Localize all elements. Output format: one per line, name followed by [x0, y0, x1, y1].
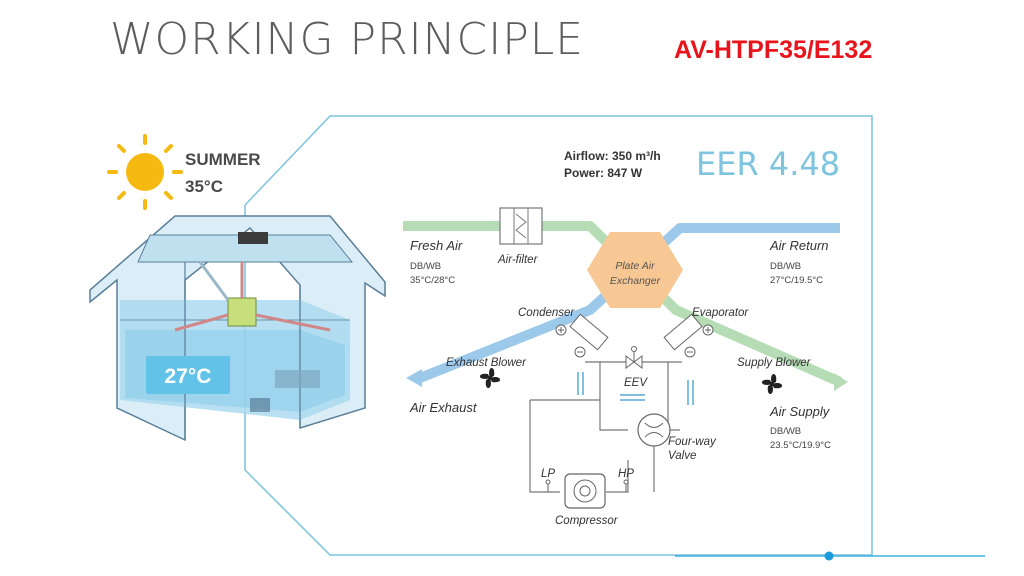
eev-label: EEV [624, 377, 648, 389]
exchanger-label-1: Plate Air [615, 260, 655, 272]
fresh-air-cond-label: DB/WB [410, 261, 441, 272]
condenser-label: Condenser [518, 307, 575, 319]
refrigerant-flow-arrows [577, 372, 694, 405]
supply-arrow-head [834, 373, 848, 391]
exhaust-arrow-head [406, 369, 422, 387]
indoor-temperature: 27°C [165, 365, 212, 388]
refrigerant-circuit [529, 361, 682, 493]
exchanger-label-2: Exchanger [610, 275, 661, 287]
air-supply-cond-value: 23.5°C/19.9°C [770, 440, 831, 451]
diagram-frame [244, 115, 873, 556]
evaporator-label: Evaporator [692, 307, 749, 319]
plate-air-exchanger [587, 232, 683, 308]
hp-sensor [623, 479, 629, 485]
air-filter-icon [499, 207, 543, 245]
fresh-air-cond-value: 35°C/28°C [410, 275, 455, 286]
outdoor-temperature: 35°C [185, 177, 223, 196]
supply-blower-label: Supply Blower [737, 357, 812, 369]
air-supply-label: Air Supply [769, 404, 831, 419]
four-way-valve-label-2: Valve [668, 450, 696, 462]
lp-label: LP [541, 468, 555, 480]
house-illustration [89, 215, 386, 442]
eev-icon [625, 346, 643, 369]
four-way-valve-label-1: Four-way [668, 436, 717, 448]
air-exhaust-label: Air Exhaust [409, 400, 478, 415]
air-return-label: Air Return [769, 238, 829, 253]
lp-sensor [545, 479, 551, 485]
air-return-cond-label: DB/WB [770, 261, 801, 272]
page-title: WORKING PRINCIPLE [110, 14, 585, 65]
eer-value: EER 4.48 [696, 145, 840, 183]
exhaust-blower-label: Exhaust Blower [446, 357, 527, 369]
indoor-temp-badge [146, 356, 230, 394]
power-value: Power: 847 W [564, 166, 643, 180]
air-return-cond-value: 27°C/19.5°C [770, 275, 823, 286]
exhaust-blower-icon [479, 367, 501, 389]
evaporator-coil-icon [663, 313, 714, 358]
compressor-label: Compressor [555, 515, 619, 527]
fresh-air-label: Fresh Air [410, 238, 463, 253]
air-supply-cond-label: DB/WB [770, 426, 801, 437]
hp-label: HP [618, 468, 634, 480]
airflow-value: Airflow: 350 m³/h [564, 149, 661, 163]
sun-icon [107, 134, 183, 210]
compressor-icon [564, 473, 606, 509]
four-way-valve-icon [637, 413, 671, 447]
season-label: SUMMER [185, 150, 261, 169]
condenser-coil-icon [555, 313, 609, 358]
air-filter-label: Air-filter [497, 254, 539, 266]
supply-blower-icon [761, 373, 783, 395]
bottom-rule-dot [824, 551, 834, 561]
model-number: AV-HTPF35/E132 [674, 36, 873, 64]
